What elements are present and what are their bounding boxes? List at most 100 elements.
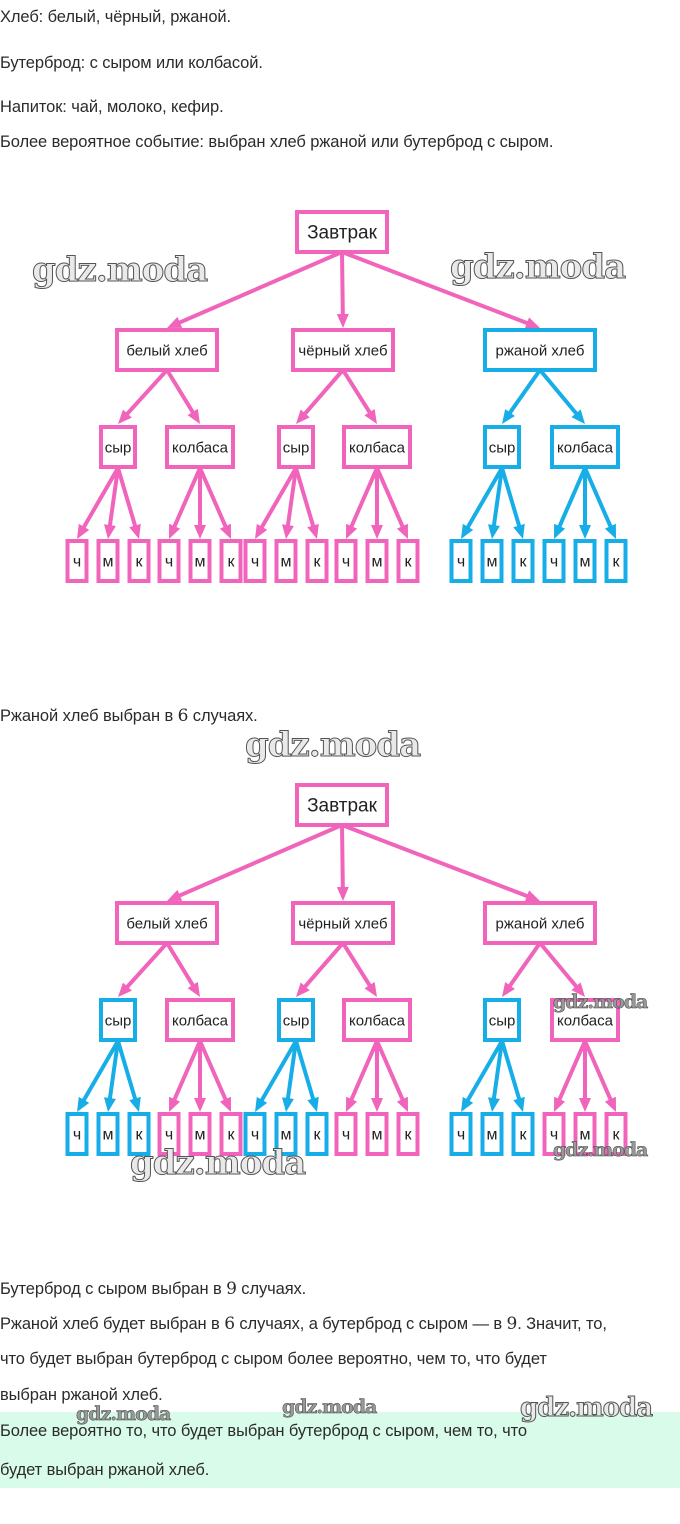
drink-node-label: к bbox=[405, 1127, 413, 1144]
drink-node-label: м bbox=[580, 554, 591, 571]
arrow-head bbox=[396, 1096, 408, 1112]
arrow-head bbox=[364, 408, 377, 424]
drink-node-label: м bbox=[195, 1127, 206, 1144]
arrow-line bbox=[375, 466, 405, 529]
drink-node-label: ч bbox=[550, 554, 558, 571]
drink-node-label: к bbox=[136, 554, 144, 571]
filling-node-label: колбаса bbox=[172, 1012, 229, 1029]
drink-node-box bbox=[604, 1112, 628, 1156]
drink-node-label: м bbox=[487, 1127, 498, 1144]
drink-node-box bbox=[305, 539, 329, 583]
drink-node-box bbox=[219, 539, 243, 583]
arrow-head bbox=[167, 889, 183, 901]
arrow-head bbox=[194, 525, 206, 539]
drink-node-label: м bbox=[195, 554, 206, 571]
arrow-head bbox=[282, 1097, 294, 1112]
drink-node-box bbox=[365, 1112, 389, 1156]
drink-node-box bbox=[65, 539, 89, 583]
arrow-line bbox=[125, 941, 169, 989]
tree-diagram-rye-bread: Завтрак белый хлеб чёрный хлеб ржаной хлеб с… bbox=[65, 210, 628, 583]
bread-node-label: белый хлеб bbox=[126, 342, 207, 359]
filling-node-label: сыр bbox=[283, 1012, 310, 1029]
arrow-head bbox=[77, 1096, 90, 1112]
watermark: gdz.moda bbox=[553, 1139, 649, 1162]
filling-node-label: сыр bbox=[105, 1012, 132, 1029]
arrow-head bbox=[187, 408, 200, 424]
intro-sandwich: Бутерброд: с сыром или колбасой. bbox=[0, 54, 263, 72]
answer-line-2: будет выбран ржаной хлеб. bbox=[0, 1461, 210, 1479]
arrow-line bbox=[538, 368, 579, 416]
arrow-head bbox=[187, 981, 200, 997]
drink-node-box bbox=[449, 1112, 473, 1156]
bread-node-box bbox=[483, 328, 597, 372]
arrow-head bbox=[346, 523, 358, 539]
filling-node-label: колбаса bbox=[172, 439, 229, 456]
arrow-line bbox=[285, 466, 298, 528]
caption-count: 9 bbox=[226, 1279, 237, 1299]
drink-node-label: м bbox=[487, 554, 498, 571]
drink-node-box bbox=[243, 1112, 267, 1156]
arrow-head bbox=[129, 1096, 141, 1112]
arrow-line bbox=[294, 1039, 316, 1101]
drink-node-box bbox=[511, 539, 535, 583]
drink-node-label: к bbox=[228, 554, 236, 571]
arrow-head bbox=[396, 523, 408, 539]
arrow-line bbox=[341, 941, 372, 988]
arrow-head bbox=[346, 1096, 358, 1112]
drink-node-box bbox=[127, 539, 151, 583]
arrow-head bbox=[77, 523, 90, 539]
diagram2-caption: Бутерброд с сыром выбран в 9 случаях. bbox=[0, 1279, 306, 1299]
drink-node-label: ч bbox=[165, 1127, 173, 1144]
arrow-line bbox=[165, 941, 195, 988]
drink-node-label: м bbox=[281, 554, 292, 571]
arrow-line bbox=[341, 368, 372, 415]
caption-text: случаях. bbox=[236, 1280, 307, 1298]
conclusion-line-3: выбран ржаной хлеб. bbox=[0, 1386, 163, 1404]
arrow-head bbox=[104, 524, 116, 539]
drink-node-box bbox=[334, 539, 358, 583]
drink-node-label: к bbox=[314, 554, 322, 571]
watermark: gdz.moda bbox=[244, 725, 421, 766]
arrow-line bbox=[165, 368, 195, 415]
filling-node-label: колбаса bbox=[349, 1012, 406, 1029]
bread-node-label: чёрный хлеб bbox=[298, 342, 387, 359]
watermark: gdz.moda bbox=[129, 1143, 306, 1184]
arrow-head bbox=[502, 982, 515, 997]
watermark: gdz.moda bbox=[449, 247, 626, 288]
caption-count: 6 bbox=[177, 706, 189, 726]
answer-box bbox=[0, 1412, 680, 1488]
arrow-head bbox=[604, 1096, 616, 1112]
arrow-head bbox=[579, 525, 591, 539]
conclusion-text: случаях, а бутерброд с сыром — в bbox=[234, 1315, 507, 1333]
filling-node-box bbox=[99, 425, 137, 469]
filling-node-box bbox=[277, 998, 315, 1042]
drink-node-label: м bbox=[281, 1127, 292, 1144]
drink-node-box bbox=[96, 539, 120, 583]
root-node-label: Завтрак bbox=[307, 223, 378, 244]
arrow-line bbox=[294, 466, 316, 528]
arrow-line bbox=[491, 1039, 504, 1101]
drink-node-label: к bbox=[613, 554, 621, 571]
root-node-box bbox=[295, 210, 389, 254]
bread-node-label: ржаной хлеб bbox=[496, 342, 585, 359]
arrow-line bbox=[198, 466, 228, 529]
arrow-line bbox=[583, 466, 613, 529]
arrow-head bbox=[296, 409, 310, 424]
arrow-head bbox=[255, 523, 268, 539]
arrow-line bbox=[466, 466, 504, 529]
arrow-line bbox=[82, 1039, 120, 1102]
arrow-head bbox=[167, 316, 183, 328]
arrow-head bbox=[307, 523, 319, 539]
watermark: gdz.moda bbox=[519, 1393, 653, 1424]
drink-node-label: к bbox=[520, 554, 528, 571]
filling-node-label: сыр bbox=[283, 439, 310, 456]
arrow-head bbox=[502, 409, 515, 424]
filling-node-label: колбаса bbox=[557, 1012, 614, 1029]
drink-node-label: ч bbox=[342, 554, 350, 571]
filling-node-box bbox=[342, 998, 412, 1042]
drink-node-box bbox=[96, 1112, 120, 1156]
arrow-head bbox=[169, 1096, 181, 1112]
drink-node-box bbox=[480, 539, 504, 583]
caption-text: Ржаной хлеб выбран в bbox=[0, 707, 178, 725]
caption-text: случаях. bbox=[188, 707, 258, 725]
